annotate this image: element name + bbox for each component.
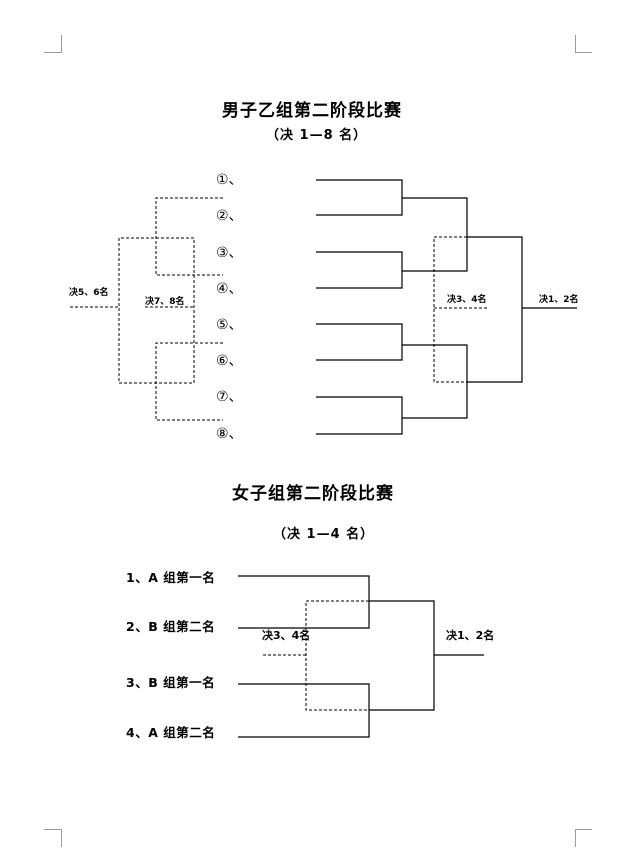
- men-dashed-lines: [70, 197, 487, 421]
- men-seed-1: ①、: [216, 172, 243, 188]
- men-subtitle: （决 1—8 名）: [266, 128, 368, 143]
- men-losers-top: [155, 197, 223, 276]
- women-final-label: 决1、2名: [446, 629, 495, 642]
- corner-mark-bottom-left: [44, 829, 62, 847]
- men-final-label: 决1、2名: [539, 295, 579, 305]
- women-entrant-2: 2、B 组第二名: [126, 619, 216, 634]
- men-qf-3-4: [316, 251, 403, 289]
- men-seventh-label: 决7、8名: [145, 297, 185, 307]
- women-third-label: 决3、4名: [262, 629, 311, 642]
- men-seed-6: ⑥、: [216, 353, 243, 369]
- women-entrant-3: 3、B 组第一名: [126, 675, 216, 690]
- men-seed-5: ⑤、: [216, 317, 243, 333]
- men-seed-4: ④、: [216, 281, 243, 297]
- men-seed-2: ②、: [216, 208, 243, 224]
- corner-mark-top-left: [44, 35, 62, 53]
- men-seed-3: ③、: [216, 245, 243, 261]
- women-entrant-4: 4、A 组第二名: [126, 725, 216, 740]
- women-dashed-lines: [263, 600, 369, 711]
- men-qf-5-6: [316, 323, 403, 361]
- men-seed-8: ⑧、: [216, 426, 243, 442]
- men-seed-7: ⑦、: [216, 389, 243, 405]
- corner-mark-bottom-right: [575, 829, 592, 847]
- corner-mark-top-right: [575, 35, 592, 53]
- men-losers-bottom: [155, 342, 223, 421]
- men-fifth-box: [118, 237, 195, 384]
- men-third-box: [433, 236, 467, 383]
- women-title: 女子组第二阶段比赛: [232, 484, 394, 504]
- men-title: 男子乙组第二阶段比赛: [222, 101, 402, 121]
- women-final-box: [369, 600, 435, 711]
- women-subtitle: （决 1—4 名）: [273, 527, 375, 542]
- men-final-box: [467, 236, 523, 383]
- women-third-box: [305, 600, 369, 711]
- men-third-label: 决3、4名: [447, 295, 487, 305]
- women-entrant-1: 1、A 组第一名: [126, 570, 216, 585]
- men-fifth-label: 决5、6名: [69, 288, 109, 298]
- women-sf-top: [238, 575, 370, 629]
- women-main-bracket-lines: [238, 575, 484, 738]
- men-qf-7-8: [316, 396, 403, 435]
